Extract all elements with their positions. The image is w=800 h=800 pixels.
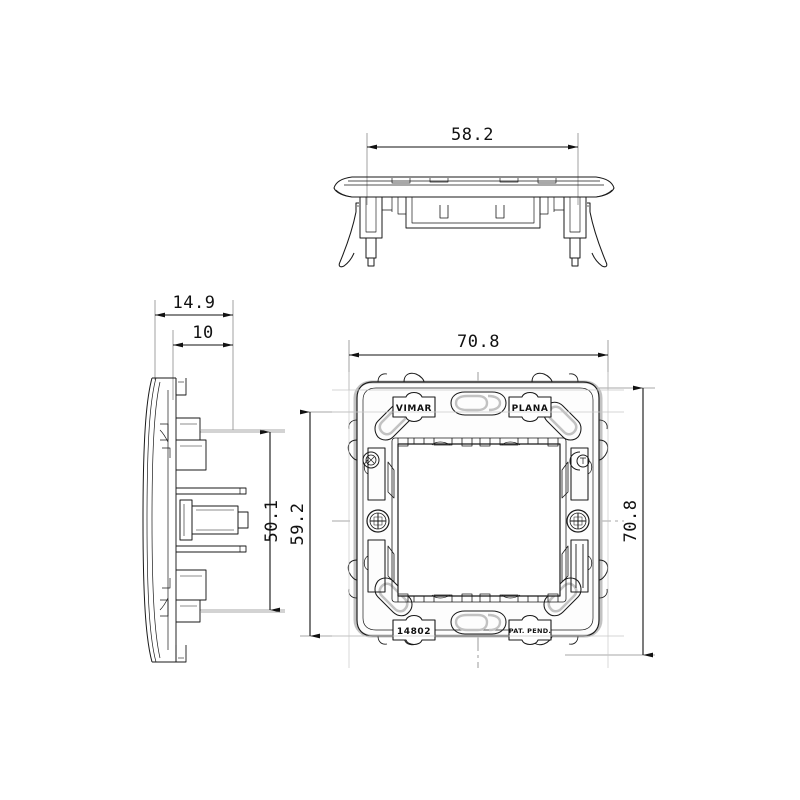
dim-front-width-label: 70.8 [457,332,500,352]
dim-front-height: 70.8 [621,385,653,658]
upper-left-lock-screw [362,451,380,469]
centre-right-philips-screw [566,509,590,533]
aperture-top-ribs [397,438,559,447]
inner-aperture [397,443,561,597]
patent-label-plaque [508,614,552,646]
dim-front-inner-height-label: 59.2 [288,503,308,546]
construction-reference-lines [332,372,624,668]
dim-side-total-depth: 14.9 [155,293,233,318]
front-plan-view: 70.8 59.2 70.8 [288,332,655,668]
corner-slot-bottom-right [543,577,582,617]
front-view-geometry [332,372,624,668]
top-elevation-view: 58.2 [333,125,615,268]
corner-slot-bottom-left [374,577,413,617]
inner-aperture-outer [391,437,567,603]
dim-side-height-label: 50.1 [262,500,282,543]
dim-side-inner-depth: 10 [173,323,233,348]
dim-side-height: 50.1 [260,429,282,613]
part-number-plaque [392,614,436,646]
left-side-section-view: 14.9 10 50.1 [142,293,285,663]
dim-top-width-label: 58.2 [451,125,494,145]
dim-front-inner-height: 59.2 [288,409,320,639]
left-clamp-rails [363,447,395,593]
patent-label-text: PAT. PEND. [509,627,551,635]
bottom-centre-oval [450,610,507,635]
top-view-geometry [333,176,615,268]
part-number-text: 14802 [397,627,431,637]
aperture-bottom-ribs [397,593,559,602]
dim-side-total-depth-label: 14.9 [173,293,216,313]
centre-left-philips-screw [366,509,390,533]
dim-front-width: 70.8 [349,332,608,358]
top-centre-oval [450,391,507,416]
dim-top-width: 58.2 [367,125,578,150]
brand-label-text: VIMAR [396,404,432,414]
upper-right-lock-screw [569,451,590,471]
dim-front-height-label: 70.8 [621,500,641,543]
right-clamp-rails [561,447,593,593]
side-view-geometry [142,377,285,663]
corner-slot-top-right [543,401,582,441]
series-label-text: PLANA [512,404,549,414]
series-label-plaque [508,391,552,423]
brand-label-plaque [392,391,436,423]
dim-side-inner-depth-label: 10 [192,323,213,343]
